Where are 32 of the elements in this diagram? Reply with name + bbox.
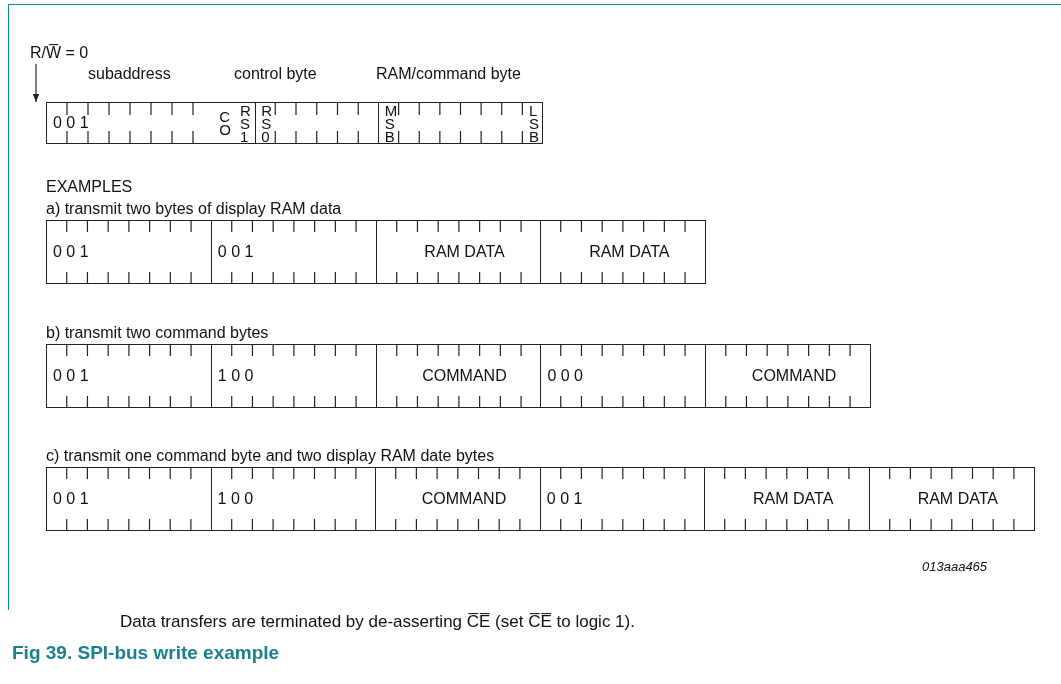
bit-label: R/W̅ = 0 [30,44,89,62]
section-heading: EXAMPLES [46,178,133,196]
bit-label: LSB [529,103,538,143]
field-value: RAM DATA [423,243,506,261]
figure-title: Fig 39. SPI-bus write example [12,642,280,664]
field-value: 0 0 1 [546,490,583,508]
field-value: RAM DATA [588,243,671,261]
field-value: 0 0 1 [53,114,89,132]
field-value: RAM DATA [916,490,999,508]
field-value: COMMAND [421,367,508,385]
field-value: 0 0 1 [53,243,89,261]
example-caption: a) transmit two bytes of display RAM data [46,200,342,218]
arrow [32,63,40,103]
bit-label: RS1 [239,103,249,143]
figure-code: 013aaa465 [922,559,988,574]
field-value: COMMAND [420,490,508,508]
field-value: 0 0 1 [53,490,89,508]
field-value: 0 0 1 [217,243,254,261]
field-value: 1 0 0 [217,367,254,385]
field-value: 0 0 0 [547,367,583,385]
field-value: 0 0 1 [53,367,89,385]
example-caption: c) transmit one command byte and two display RAM date bytes [46,447,495,465]
field-value: COMMAND [750,367,838,385]
example-caption: b) transmit two command bytes [46,324,269,342]
field-heading: RAM/command byte [376,65,521,83]
field-heading: subaddress [88,65,171,83]
note-text: Data transfers are terminated by de-asserting C̅E̅ (set C̅E̅ to logic 1). [120,612,635,632]
field-value: RAM DATA [752,490,835,508]
bit-label: CO [219,110,228,136]
field-heading: control byte [234,65,317,83]
bit-label: RS0 [261,103,270,143]
field-value: 1 0 0 [217,490,254,508]
